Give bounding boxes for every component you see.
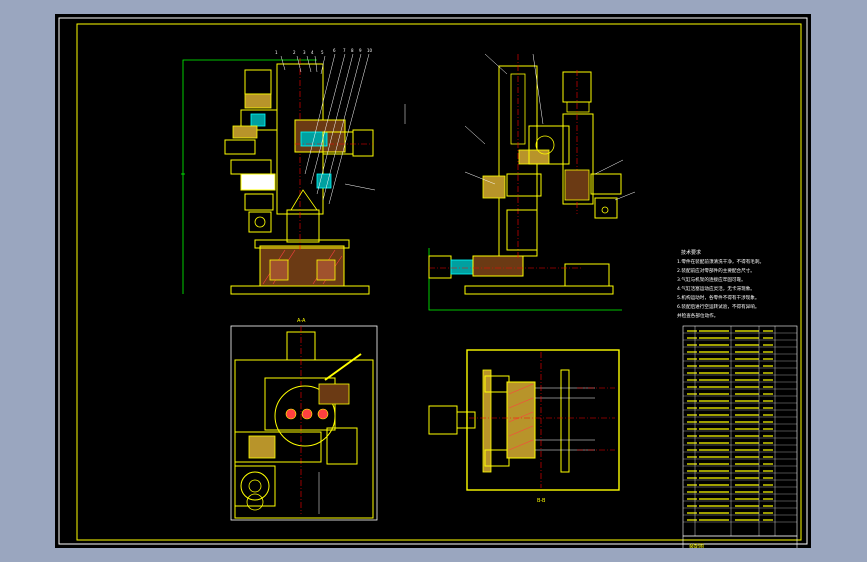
front-top-motor: [244, 69, 272, 95]
top-view-rotary-disk: [274, 385, 336, 447]
svg-text:5: 5: [321, 50, 324, 55]
top-view-boundary: [230, 325, 378, 521]
svg-text:10: 10: [367, 48, 373, 53]
section-view-label: B-B: [537, 498, 546, 504]
sheet-outer-frame: [58, 17, 808, 545]
tech-req-line: 1.零件在装配前须清洗干净，不得有毛刺。: [677, 258, 764, 265]
svg-text:1: 1: [275, 50, 278, 55]
svg-text:6: 6: [333, 48, 336, 53]
parts-list-table[interactable]: 装配图: [682, 325, 798, 548]
section-view-boundary: [466, 349, 620, 491]
side-base-plate: [464, 285, 614, 295]
svg-text:9: 9: [359, 48, 362, 53]
tech-req-line: 2.装配前应对零部件的主要配合尺寸。: [677, 267, 755, 274]
svg-text:7: 7: [343, 48, 346, 53]
section-main-block: [506, 381, 536, 459]
tech-req-line: 5.机构运动时，各零件不得有干涉现象。: [677, 294, 759, 301]
section-view[interactable]: B-B: [428, 349, 620, 504]
top-view-label: A-A: [297, 318, 306, 324]
tech-req-title: 技术要求: [681, 249, 701, 256]
svg-text:8: 8: [351, 48, 354, 53]
title-block-text: 装配图: [689, 543, 704, 548]
svg-text:4: 4: [311, 50, 314, 55]
side-view[interactable]: [404, 53, 636, 311]
front-base-plate: [230, 285, 370, 295]
front-workpiece: [240, 173, 276, 191]
sheet-inner-frame: [76, 23, 802, 541]
technical-requirements: 技术要求 1.零件在装配前须清洗干净，不得有毛刺。 2.装配前应对零部件的主要配合…: [677, 249, 764, 319]
front-dimension-frame: [182, 59, 317, 294]
svg-text:2: 2: [293, 50, 296, 55]
title-block: [682, 535, 798, 548]
tech-req-lines: 1.零件在装配前须清洗干净，不得有毛刺。 2.装配前应对零部件的主要配合尺寸。 3.…: [677, 258, 764, 319]
tech-req-line: 6.装配后进行空运转试验，不得有异响。: [677, 303, 759, 310]
tech-req-line: 3.气缸与机架的连接应牢固可靠。: [677, 276, 746, 283]
svg-text:3: 3: [303, 50, 306, 55]
tech-req-line: 并检查各部位动作。: [677, 312, 718, 319]
front-leader-lines: [280, 53, 376, 205]
top-view[interactable]: A-A: [230, 318, 378, 521]
side-dimension-frame: [428, 248, 622, 311]
tech-req-line: 4.气缸活塞运动应灵活，无卡滞现象。: [677, 285, 755, 292]
